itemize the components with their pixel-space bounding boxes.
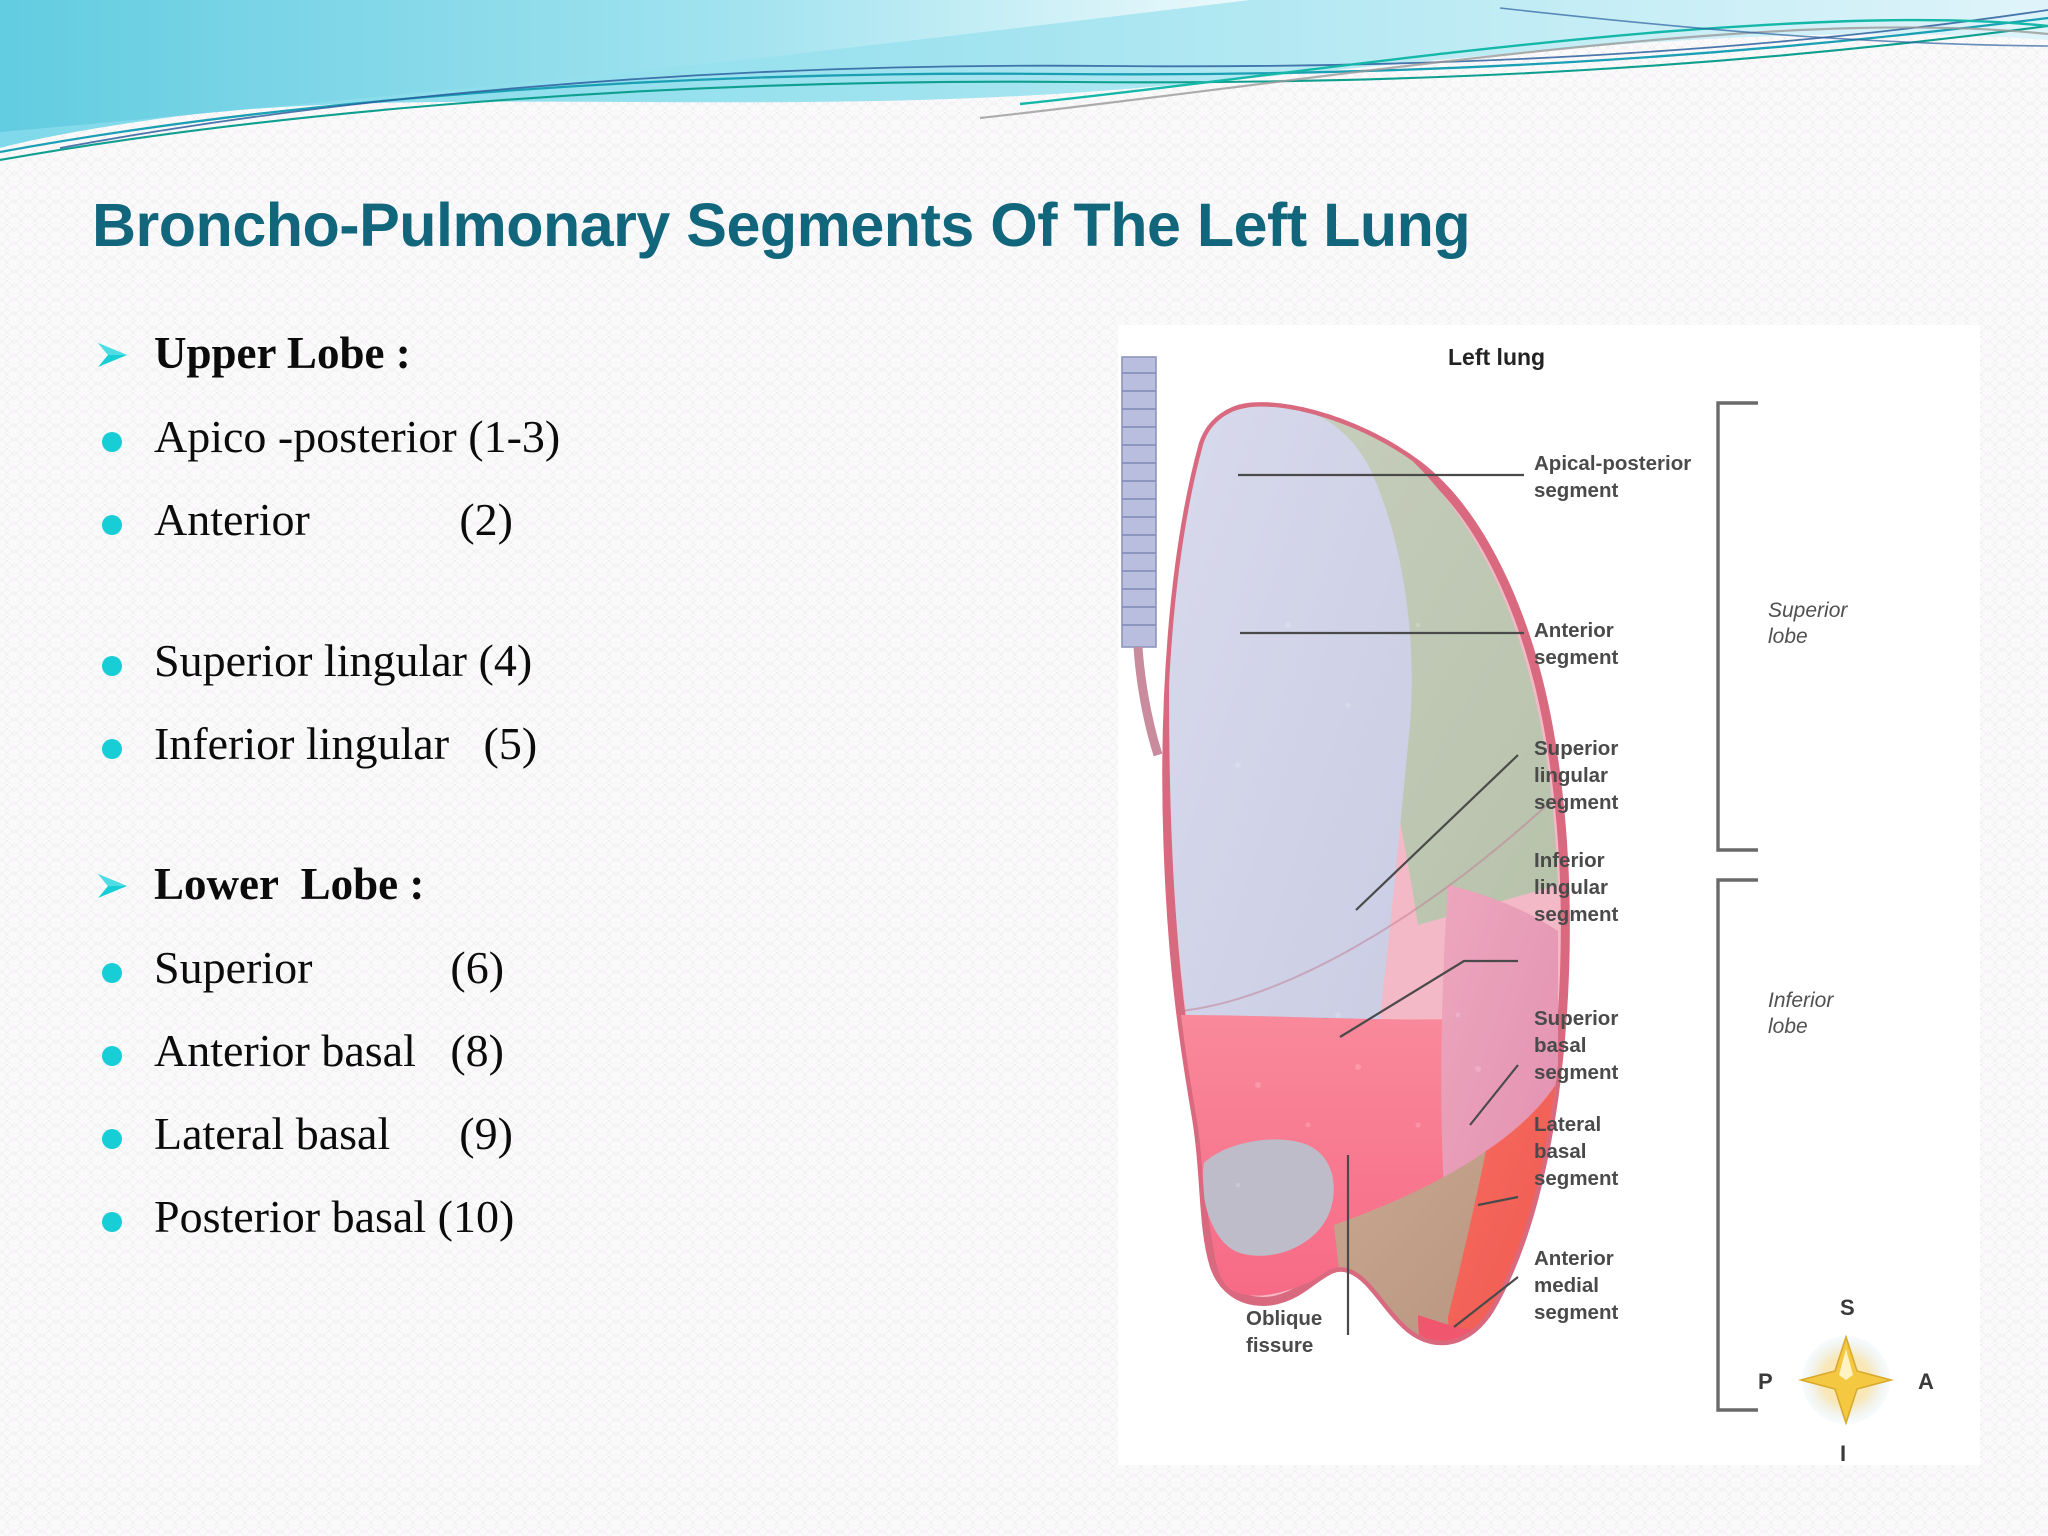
list-item-text: Inferior lingular (5) <box>154 718 538 769</box>
label-superior-lingular-line1: Superior <box>1534 737 1618 760</box>
compass-superior: S <box>1840 1295 1855 1320</box>
lung-body <box>1162 402 1570 1346</box>
lobe-labels: Superior lobe Inferior lobe <box>1768 599 1848 1038</box>
list-item-label: Apico -posterior <box>154 411 469 462</box>
compass-inferior: I <box>1840 1441 1846 1465</box>
dot-bullet-icon <box>102 656 122 676</box>
label-superior-lingular-line2: lingular <box>1534 764 1608 787</box>
compass-posterior: P <box>1758 1369 1773 1394</box>
label-inferior-lobe-line1: Inferior <box>1768 989 1834 1012</box>
list-item-label: Posterior basal <box>154 1191 438 1242</box>
dot-bullet-icon <box>102 1129 122 1149</box>
trachea-graphic <box>1121 356 1163 757</box>
list-item-number: (8) <box>450 1025 504 1076</box>
list-spacer <box>96 579 816 637</box>
list-item-label: Upper Lobe : <box>154 328 411 378</box>
list-item-label: Superior <box>154 942 451 993</box>
list-item-number: (5) <box>483 718 538 769</box>
arrow-bullet-icon <box>96 867 154 899</box>
label-inferior-lingular-line1: Inferior <box>1534 849 1605 872</box>
label-apical-posterior-line1: Apical-posterior <box>1534 452 1691 475</box>
list-item: Anterior basal (8) <box>96 1025 816 1110</box>
list-item-text: Lower Lobe : <box>154 859 425 909</box>
list-item-number: (1-3) <box>468 411 561 462</box>
dot-bullet-icon <box>96 1123 154 1149</box>
dot-bullet-icon <box>102 1212 122 1232</box>
page-title: Broncho-Pulmonary Segments Of The Left L… <box>92 191 1471 259</box>
list-item-label: Anterior basal <box>154 1025 451 1076</box>
label-oblique-fissure-line1: Oblique <box>1246 1307 1322 1330</box>
label-lateral-basal-line3: segment <box>1534 1167 1618 1190</box>
list-heading: Lower Lobe : <box>96 859 816 944</box>
label-superior-lobe-line1: Superior <box>1768 599 1848 622</box>
label-oblique-fissure-line2: fissure <box>1246 1334 1313 1357</box>
list-item-text: Anterior basal (8) <box>154 1025 504 1076</box>
list-item-text: Apico -posterior (1-3) <box>154 411 561 462</box>
label-apical-posterior-line2: segment <box>1534 479 1618 502</box>
list-item: Superior (6) <box>96 942 816 1027</box>
list-item-text: Anterior (2) <box>154 494 513 545</box>
list-item-number: (10) <box>437 1191 515 1242</box>
label-superior-basal-line2: basal <box>1534 1034 1586 1057</box>
dot-bullet-icon <box>96 1040 154 1066</box>
dot-bullet-icon <box>102 432 122 452</box>
segment-labels: Apical-posterior segment Anterior segmen… <box>1246 452 1691 1357</box>
lung-diagram-panel: Left lung Apical-posterior segment Anter… <box>1118 325 1980 1465</box>
list-item: Lateral basal (9) <box>96 1108 816 1193</box>
list-item-text: Upper Lobe : <box>154 328 411 378</box>
list-item: Posterior basal (10) <box>96 1191 816 1276</box>
list-item-number: (4) <box>478 635 533 686</box>
list-spacer <box>96 803 816 861</box>
list-item: Apico -posterior (1-3) <box>96 411 816 496</box>
list-item-label: Superior lingular <box>154 635 479 686</box>
diagram-title: Left lung <box>1448 344 1545 370</box>
dot-bullet-icon <box>96 509 154 535</box>
list-item-label: Inferior lingular <box>154 718 484 769</box>
label-lateral-basal-line2: basal <box>1534 1140 1586 1163</box>
dot-bullet-icon <box>96 1206 154 1232</box>
list-item-text: Superior (6) <box>154 942 505 993</box>
label-anterior-medial-line2: medial <box>1534 1274 1599 1297</box>
dot-bullet-icon <box>102 739 122 759</box>
content-list: Upper Lobe :Apico -posterior (1-3)Anteri… <box>96 328 816 1276</box>
dot-bullet-icon <box>102 515 122 535</box>
label-anterior-medial-line1: Anterior <box>1534 1247 1614 1270</box>
lobe-brackets <box>1716 401 1758 1412</box>
label-inferior-lobe-line2: lobe <box>1768 1015 1808 1038</box>
list-heading: Upper Lobe : <box>96 328 816 413</box>
arrow-bullet-icon <box>96 336 154 368</box>
leader-lines <box>1238 473 1524 1335</box>
label-superior-lobe-line2: lobe <box>1768 625 1808 648</box>
dot-bullet-icon <box>102 963 122 983</box>
list-item-text: Posterior basal (10) <box>154 1191 515 1242</box>
dot-bullet-icon <box>96 650 154 676</box>
label-anterior-line2: segment <box>1534 646 1618 669</box>
compass-anterior: A <box>1918 1369 1934 1394</box>
label-superior-basal-line1: Superior <box>1534 1007 1618 1030</box>
label-inferior-lingular-line3: segment <box>1534 903 1618 926</box>
list-item: Superior lingular (4) <box>96 635 816 720</box>
list-item-text: Lateral basal (9) <box>154 1108 513 1159</box>
list-item: Anterior (2) <box>96 494 816 579</box>
label-superior-basal-line3: segment <box>1534 1061 1618 1084</box>
header-decoration <box>0 0 2048 165</box>
dot-bullet-icon <box>96 957 154 983</box>
label-lateral-basal-line1: Lateral <box>1534 1113 1601 1136</box>
compass-rose: S I P A <box>1758 1295 1934 1465</box>
label-anterior-line1: Anterior <box>1534 619 1614 642</box>
list-item-number: (9) <box>459 1108 513 1159</box>
dot-bullet-icon <box>96 426 154 452</box>
list-item-text: Superior lingular (4) <box>154 635 533 686</box>
dot-bullet-icon <box>96 733 154 759</box>
label-anterior-medial-line3: segment <box>1534 1301 1618 1324</box>
list-item-label: Anterior <box>154 494 460 545</box>
list-item-label: Lateral basal <box>154 1108 460 1159</box>
list-item-number: (2) <box>459 494 513 545</box>
list-item-label: Lower Lobe : <box>154 859 425 909</box>
list-item: Inferior lingular (5) <box>96 718 816 803</box>
label-inferior-lingular-line2: lingular <box>1534 876 1608 899</box>
list-item-number: (6) <box>450 942 505 993</box>
label-superior-lingular-line3: segment <box>1534 791 1618 814</box>
dot-bullet-icon <box>102 1046 122 1066</box>
